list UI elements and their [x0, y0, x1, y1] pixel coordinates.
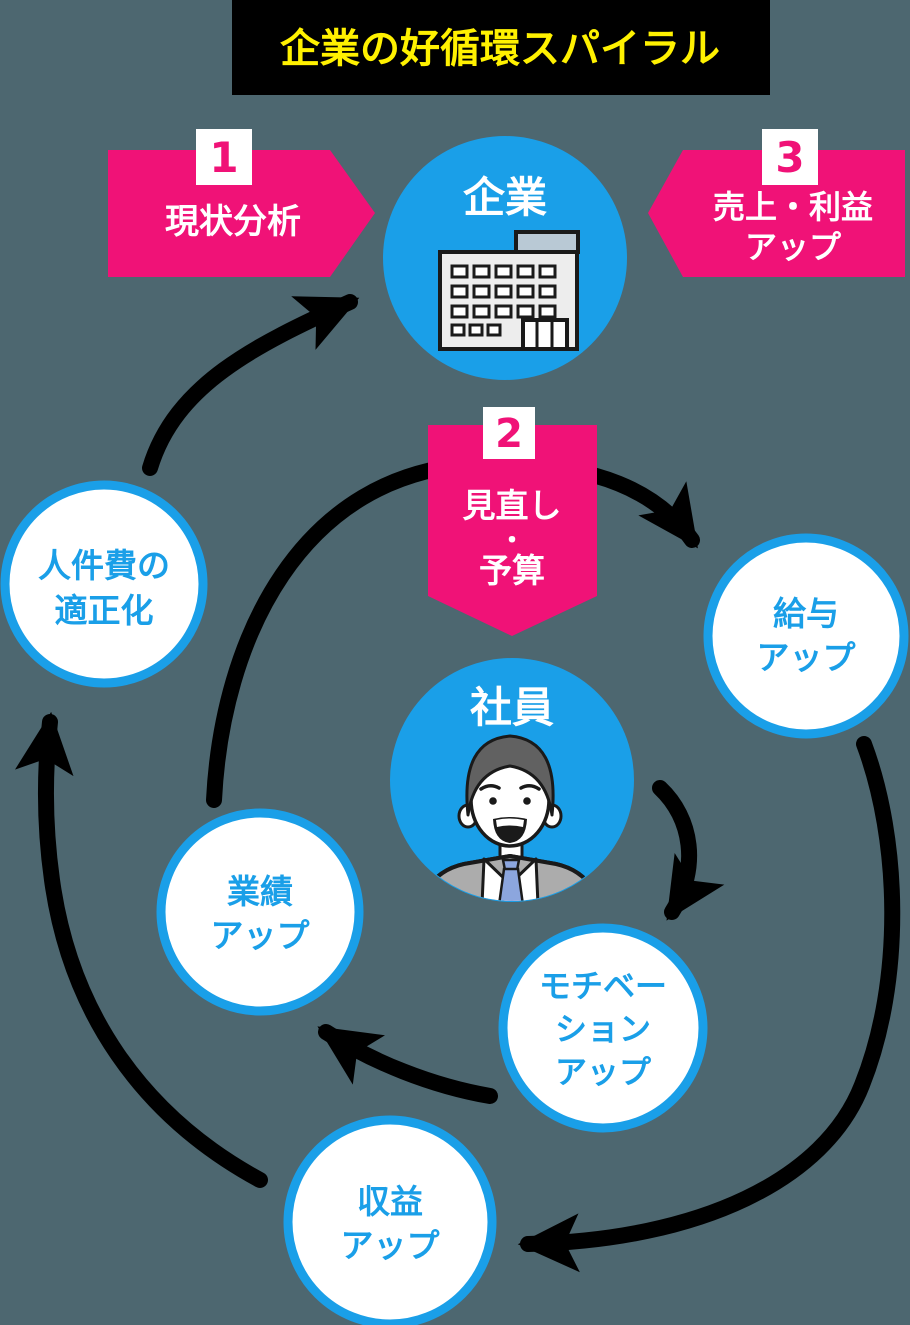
node-laborcost-line2: 適正化	[55, 591, 154, 630]
node-performance-line2: アップ	[211, 916, 311, 955]
node-revenue-circle	[283, 1115, 497, 1325]
page-title: 企業の好循環スパイラル	[280, 26, 720, 72]
node-laborcost-line1: 人件費の	[38, 546, 170, 585]
step1-label: 現状分析	[165, 202, 301, 242]
step2-label-line3: 予算	[479, 551, 545, 590]
node-salary-line2: アップ	[757, 638, 857, 677]
node-salary-circle	[703, 533, 909, 739]
company-label: 企業	[463, 173, 547, 222]
node-performance-line1: 業績	[227, 872, 293, 911]
step2-label-line2: ・	[499, 526, 525, 556]
node-laborcost-circle	[0, 480, 208, 688]
step2-number: 2	[495, 411, 523, 457]
node-revenue-line1: 収益	[357, 1182, 423, 1221]
title-box	[232, 0, 770, 95]
node-salary-line1: 給与	[773, 594, 839, 633]
step3-number: 3	[775, 133, 804, 182]
step1-banner	[108, 150, 375, 277]
node-motivation-line1: モチベー	[539, 967, 667, 1005]
step2-banner	[428, 425, 597, 636]
flow-arrow-motivation-to-performance	[317, 1024, 498, 1104]
node-motivation-circle	[498, 923, 708, 1133]
node-motivation-line2: ション	[555, 1010, 651, 1048]
node-motivation-line3: アップ	[555, 1053, 652, 1091]
step2-label-line1: 見直し	[463, 486, 562, 525]
step1-number-box	[196, 129, 252, 185]
flow-arrow-salary-to-revenue	[517, 736, 901, 1273]
building-icon	[438, 230, 580, 351]
employee-label: 社員	[470, 683, 554, 732]
flow-arrow-laborcost-to-company	[142, 294, 360, 476]
step2-number-box	[483, 407, 535, 459]
step1-number: 1	[209, 133, 238, 182]
employee-icon	[412, 734, 608, 901]
step3-banner	[648, 150, 905, 277]
node-revenue-line2: アップ	[341, 1226, 441, 1265]
step3-label-line1: 売上・利益	[713, 188, 873, 226]
flow-arrow-revenue-to-laborcost	[14, 711, 268, 1188]
step3-label-line2: アップ	[745, 228, 842, 266]
node-performance-circle	[156, 808, 364, 1016]
flow-arrow-company-to-salary	[206, 455, 700, 808]
flow-arrow-employee-to-motivation	[652, 780, 725, 921]
step3-number-box	[762, 129, 818, 185]
